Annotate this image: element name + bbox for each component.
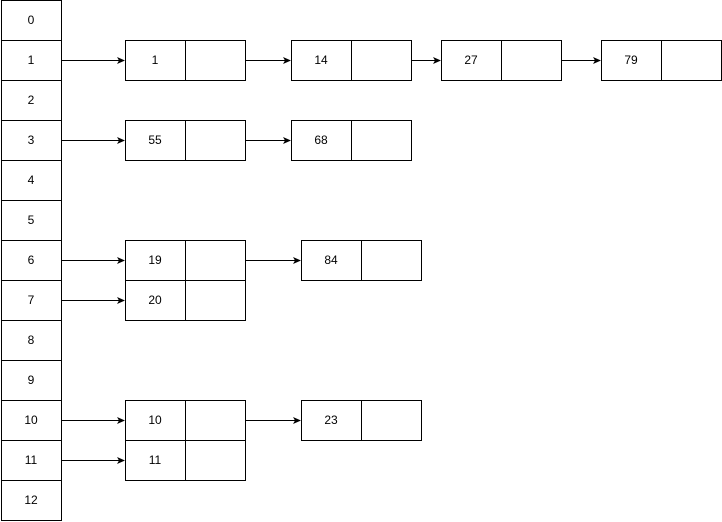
list-node-23: 23 bbox=[301, 400, 422, 441]
slot-index-label: 11 bbox=[25, 453, 38, 467]
slot-index-label: 2 bbox=[28, 93, 35, 107]
list-node-10: 10 bbox=[125, 400, 246, 441]
slot-index-label: 12 bbox=[24, 493, 38, 507]
table-slot-9: 9 bbox=[1, 360, 62, 401]
node-value-label: 19 bbox=[148, 253, 162, 267]
slot-cell bbox=[1, 480, 62, 521]
list-node-79: 79 bbox=[601, 40, 722, 81]
table-slot-10: 10 bbox=[1, 400, 62, 441]
slot-cell bbox=[1, 440, 62, 481]
slot-index-label: 7 bbox=[28, 293, 35, 307]
node-value-label: 68 bbox=[314, 133, 328, 147]
list-node-20: 20 bbox=[125, 280, 246, 321]
chain-slot-7: 20 bbox=[61, 280, 246, 321]
chain-slot-3: 55 68 bbox=[61, 120, 412, 161]
table-slot-6: 6 bbox=[1, 240, 62, 281]
slot-index-label: 8 bbox=[28, 333, 35, 347]
list-node-1: 1 bbox=[125, 40, 246, 81]
node-value-label: 11 bbox=[149, 453, 162, 467]
node-value-label: 23 bbox=[324, 413, 338, 427]
slot-cell bbox=[1, 200, 62, 241]
node-value-label: 10 bbox=[148, 413, 162, 427]
slot-index-label: 0 bbox=[28, 13, 35, 27]
list-node-19: 19 bbox=[125, 240, 246, 281]
slot-index-label: 10 bbox=[24, 413, 38, 427]
slot-index-label: 6 bbox=[28, 253, 35, 267]
node-value-label: 84 bbox=[324, 253, 338, 267]
slot-cell bbox=[1, 40, 62, 81]
slot-index-label: 1 bbox=[28, 53, 35, 67]
slot-index-label: 4 bbox=[28, 173, 35, 187]
table-slot-4: 4 bbox=[1, 160, 62, 201]
list-node-55: 55 bbox=[125, 120, 246, 161]
table-slot-2: 2 bbox=[1, 80, 62, 121]
node-value-label: 79 bbox=[624, 53, 638, 67]
node-value-label: 27 bbox=[464, 53, 478, 67]
chain-slot-10: 10 23 bbox=[61, 400, 422, 441]
node-value-label: 14 bbox=[314, 53, 328, 67]
table-slot-5: 5 bbox=[1, 200, 62, 241]
table-slot-8: 8 bbox=[1, 320, 62, 361]
slot-index-label: 3 bbox=[28, 133, 35, 147]
node-value-label: 20 bbox=[148, 293, 162, 307]
table-slot-12: 12 bbox=[1, 480, 62, 521]
table-slot-3: 3 bbox=[1, 120, 62, 161]
slot-cell bbox=[1, 360, 62, 401]
chain-slot-1: 1 14 27 79 bbox=[61, 40, 722, 81]
list-node-84: 84 bbox=[301, 240, 422, 281]
table-slot-1: 1 bbox=[1, 40, 62, 81]
table-slot-7: 7 bbox=[1, 280, 62, 321]
table-slot-0: 0 bbox=[1, 0, 62, 41]
list-node-14: 14 bbox=[291, 40, 412, 81]
node-value-label: 55 bbox=[148, 133, 162, 147]
slot-index-label: 5 bbox=[28, 213, 35, 227]
slot-cell bbox=[1, 280, 62, 321]
slot-cell bbox=[1, 0, 62, 41]
chain-slot-11: 11 bbox=[61, 440, 246, 481]
node-value-label: 1 bbox=[152, 53, 159, 67]
slot-index-label: 9 bbox=[28, 373, 35, 387]
list-node-68: 68 bbox=[291, 120, 412, 161]
slot-cell bbox=[1, 80, 62, 121]
list-node-11: 11 bbox=[125, 440, 246, 481]
table-slot-11: 11 bbox=[1, 440, 62, 481]
list-node-27: 27 bbox=[441, 40, 562, 81]
